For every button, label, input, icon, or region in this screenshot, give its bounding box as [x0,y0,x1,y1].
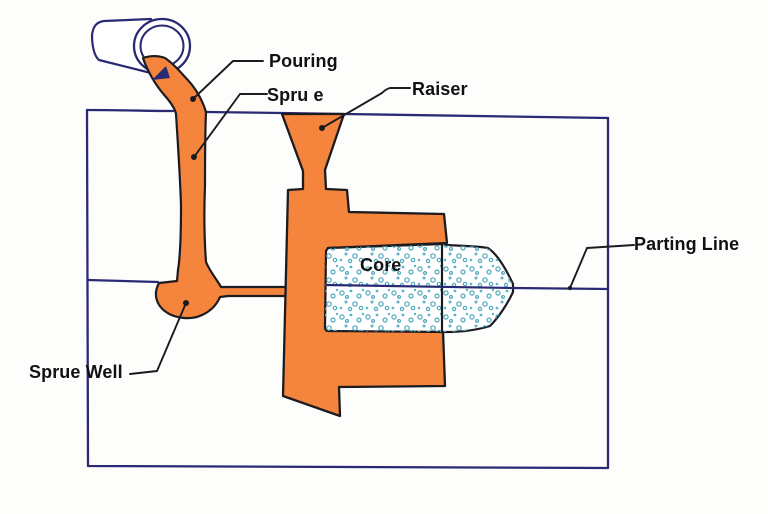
mold-box-outline [85,108,610,470]
label-core: Core [360,255,402,275]
ladle-lip-wedge [152,66,170,80]
leader-parting-line [569,244,635,289]
label-raiser: Raiser [412,79,468,99]
core-shape [323,242,515,334]
leader-dots [183,96,573,306]
label-parting-line: Parting Line [634,234,740,254]
parting-line [86,278,610,291]
leader-lines [129,60,635,375]
leader-raiser [321,87,411,129]
leader-sprue-well [129,302,187,375]
ladle-body [90,17,153,75]
pour-stream-sprue-well-runner [141,55,292,320]
casting-and-riser [280,112,449,418]
dot-pouring [190,96,196,102]
core-body-speckle-fill [325,244,513,332]
label-sprue-well: Sprue Well [29,362,123,382]
dot-raiser [319,125,325,131]
leader-pouring [192,60,264,100]
dot-sprue [191,154,197,160]
label-pouring: Pouring [269,51,338,71]
dot-parting-line [567,285,573,291]
label-sprue: Spru e [267,85,324,105]
leader-sprue [193,93,268,158]
dot-sprue-well [183,300,189,306]
pouring-ladle [90,17,192,75]
